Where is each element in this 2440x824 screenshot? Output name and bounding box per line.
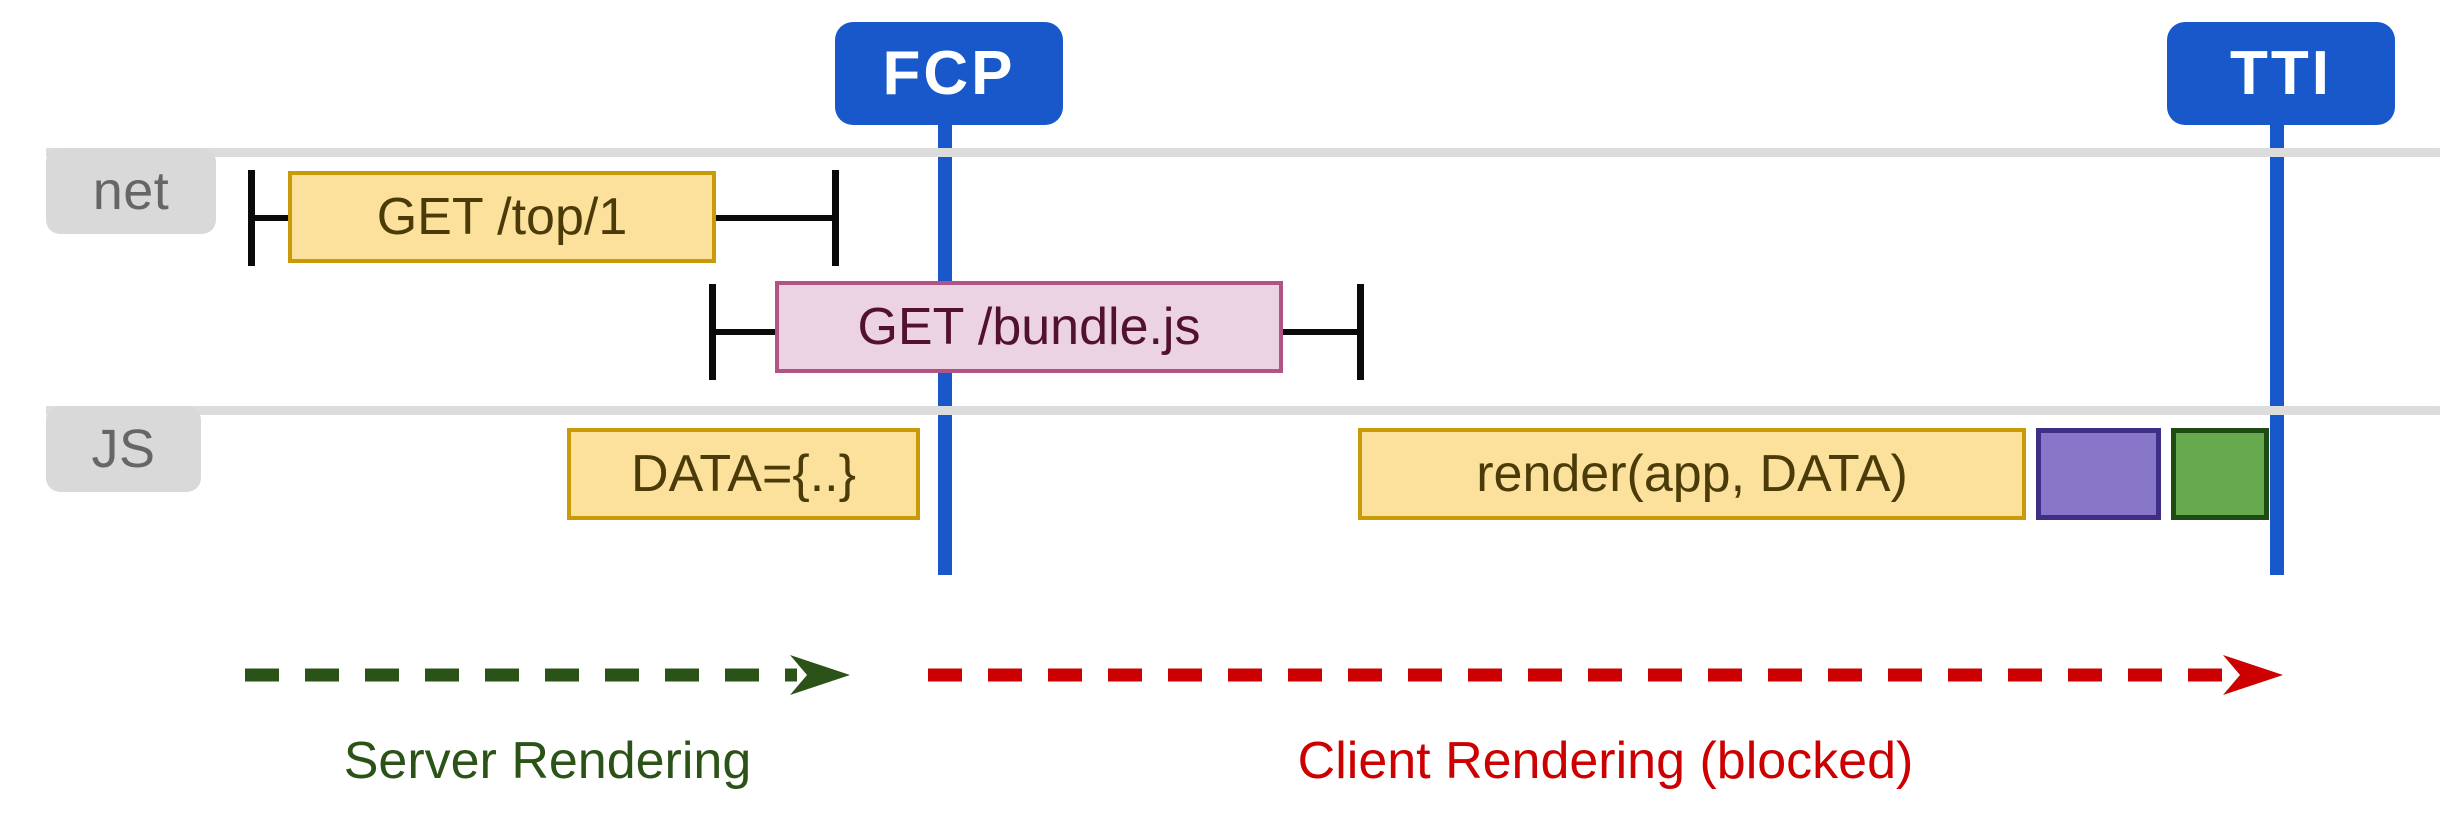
fcp-milestone-label: FCP [882,38,1016,108]
task-block-green[interactable] [2171,428,2269,520]
server-rendering-caption-text: Server Rendering [343,732,752,790]
client-rendering-caption: Client Rendering (blocked) [928,735,2283,787]
server-rendering-arrow [245,655,850,695]
task-bar-get-top[interactable]: GET /top/1 [288,171,716,263]
task-bar-data-label: DATA={..} [631,445,856,503]
tti-milestone-line [2270,120,2284,575]
get-top-end-whisker-line [712,215,837,221]
task-bar-get-top-label: GET /top/1 [376,188,628,246]
get-bundle-start-whisker-line [709,329,779,335]
lane-label-net-text: net [92,161,170,221]
task-block-purple[interactable] [2036,428,2161,520]
fcp-milestone-badge[interactable]: FCP [835,22,1063,125]
tti-milestone-badge[interactable]: TTI [2167,22,2395,125]
lane-label-js-text: JS [91,419,156,479]
client-rendering-arrow [928,655,2283,695]
get-top-end-whisker-cap [832,170,839,266]
task-bar-get-bundle[interactable]: GET /bundle.js [775,281,1283,373]
get-top-start-whisker-line [248,215,296,221]
task-bar-data[interactable]: DATA={..} [567,428,920,520]
server-rendering-caption: Server Rendering [245,735,850,787]
net-lane-rule [46,148,2440,157]
lane-label-net: net [46,148,216,234]
get-bundle-end-whisker-line [1277,329,1362,335]
get-bundle-end-whisker-cap [1357,284,1364,380]
task-bar-render[interactable]: render(app, DATA) [1358,428,2026,520]
js-lane-rule [46,406,2440,415]
task-bar-render-label: render(app, DATA) [1476,445,1908,503]
lane-label-js: JS [46,406,201,492]
client-rendering-caption-text: Client Rendering (blocked) [1297,732,1914,790]
task-bar-get-bundle-label: GET /bundle.js [857,298,1201,356]
tti-milestone-label: TTI [2230,38,2332,108]
